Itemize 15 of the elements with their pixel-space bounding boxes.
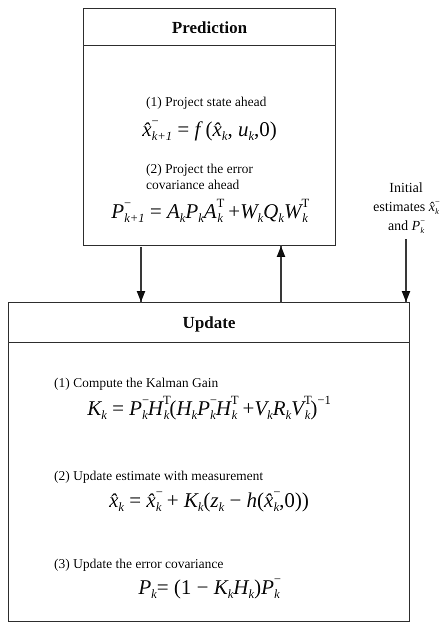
process-box [8,302,410,622]
equation: x̂$_{k}$ = x̂$^{−}$$_{k}$ + K$_{k}$(z$_{k}$ − h(x̂$^{−}$$_{k}$,0)) [108,488,310,513]
step-label: (2) Project the error covariance ahead [146,161,254,193]
box-heading: Update [9,303,409,343]
arrow [402,239,410,302]
arrow [136,247,146,302]
box-heading: Prediction [84,9,335,46]
arrow [276,246,286,302]
equation: x̂$^{−}$$_{k+1}$ = f (x̂$_{k}$, u$_{k}$,0) [141,117,278,142]
process-box [83,8,336,246]
step-label: (3) Update the error covariance [54,556,224,572]
step-label: (1) Compute the Kalman Gain [54,375,218,391]
equation: K$_{k}$ = P$^{−}$$_{k}$H$^{T}$$_{k}$(H$_{k}$P$^{−}$$_{k}$H$^{T}$$_{k}$ +V$_{k}$R$_{k}$V$^{T}$$_{k}$)$^{−1}$ [86,396,332,421]
step-label: (1) Project state ahead [146,94,268,110]
step-label: (2) Update estimate with measurement [54,468,264,484]
